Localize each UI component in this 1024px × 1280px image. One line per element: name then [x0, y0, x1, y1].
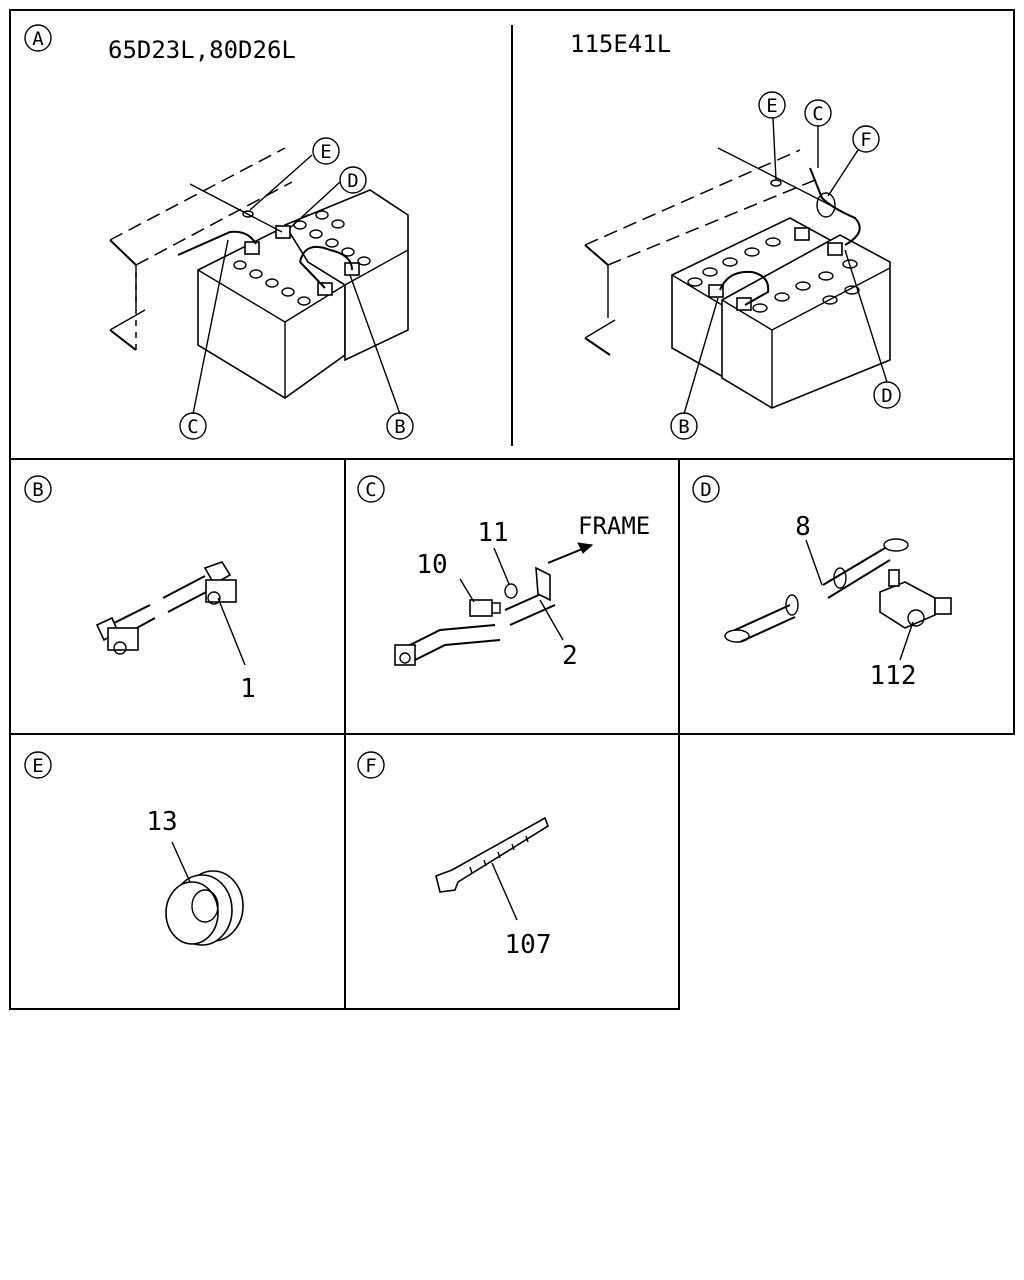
panel-e: E 13 — [24, 751, 244, 946]
svg-text:B: B — [678, 416, 689, 438]
part-number-11: 11 — [477, 518, 508, 548]
svg-text:A: A — [32, 28, 44, 50]
grommet-part-13 — [165, 870, 244, 946]
right-callouts: E C F D B — [670, 91, 901, 440]
svg-text:F: F — [860, 129, 871, 151]
svg-text:C: C — [365, 479, 376, 501]
leader-part-11 — [493, 547, 510, 585]
panel-c-badge: C — [357, 475, 385, 503]
svg-text:C: C — [812, 103, 823, 125]
svg-text:D: D — [881, 385, 892, 407]
right-battery-assembly — [584, 147, 891, 409]
svg-text:E: E — [32, 755, 43, 777]
washer-part-11 — [504, 583, 518, 599]
terminal-part-112 — [879, 569, 952, 629]
panel-f: F 107 — [357, 751, 552, 960]
panel-e-badge: E — [24, 751, 52, 779]
panel-a-badge: A — [24, 24, 52, 52]
svg-text:E: E — [766, 95, 777, 117]
part-number-107: 107 — [505, 930, 552, 960]
part-number-13: 13 — [146, 807, 177, 837]
cable-tie-part-107 — [435, 816, 549, 893]
frame-label: FRAME — [578, 512, 650, 540]
left-battery-assembly — [109, 147, 409, 399]
ground-cable-part-2 — [394, 566, 556, 666]
leader-part-2 — [539, 599, 564, 641]
cable-part-8 — [724, 538, 909, 643]
part-number-10: 10 — [416, 550, 447, 580]
panel-d: D 8 112 — [692, 475, 952, 691]
leader-part-10 — [459, 578, 475, 603]
part-number-1: 1 — [240, 674, 256, 704]
panel-grid — [9, 9, 1015, 1010]
right-model-numbers: 115E41L — [570, 30, 671, 58]
leader-part-107 — [491, 862, 518, 921]
part-number-8: 8 — [795, 512, 811, 542]
panel-b-badge: B — [24, 475, 52, 503]
left-callouts: E D C B — [179, 137, 414, 440]
svg-text:E: E — [320, 141, 331, 163]
svg-text:D: D — [700, 479, 711, 501]
left-model-numbers: 65D23L,80D26L — [108, 36, 296, 64]
panel-d-badge: D — [692, 475, 720, 503]
frame-arrowhead — [577, 542, 594, 554]
svg-text:B: B — [32, 479, 43, 501]
panel-a: A 65D23L,80D26L 115E41L — [24, 24, 901, 440]
svg-text:D: D — [347, 170, 358, 192]
leader-part-1 — [217, 597, 246, 666]
part-number-112: 112 — [870, 661, 917, 691]
leader-part-8 — [805, 539, 823, 586]
panel-c: C FRAME 10 11 2 — [357, 475, 650, 671]
leader-part-112 — [899, 621, 914, 661]
panel-f-badge: F — [357, 751, 385, 779]
svg-text:F: F — [365, 755, 376, 777]
leader-part-13 — [171, 841, 191, 883]
svg-text:C: C — [187, 416, 198, 438]
svg-text:B: B — [394, 416, 405, 438]
battery-cable-part-1 — [95, 561, 237, 655]
part-number-2: 2 — [562, 641, 578, 671]
panel-b: B 1 — [24, 475, 256, 704]
bolt-part-10 — [469, 599, 501, 617]
